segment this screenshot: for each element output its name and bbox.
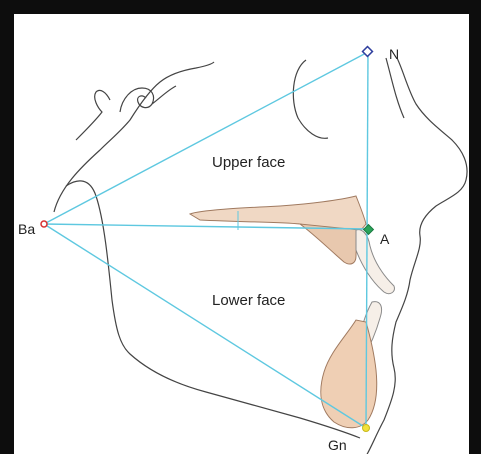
maxilla-bone xyxy=(300,224,360,264)
mandible-symphysis xyxy=(321,320,377,428)
n-point-label: N xyxy=(389,46,399,62)
orbit-outline xyxy=(293,60,328,138)
cephalometric-diagram: Upper face Lower face N A Ba Gn xyxy=(14,14,469,454)
face-profile-outline xyxy=(366,58,467,454)
a-point-label: A xyxy=(380,231,390,247)
diagram-svg: Upper face Lower face N A Ba Gn xyxy=(14,14,469,454)
ba-marker xyxy=(41,221,47,227)
n-marker xyxy=(363,47,373,57)
gn-point-label: Gn xyxy=(328,437,347,453)
lower-face-label: Lower face xyxy=(212,292,285,309)
sella-outline xyxy=(120,86,176,112)
skull-vault-outline xyxy=(54,62,214,212)
gn-marker xyxy=(363,425,370,432)
upper-face-label: Upper face xyxy=(212,154,285,171)
line-ba-gn xyxy=(44,224,366,428)
ba-point-label: Ba xyxy=(18,221,35,237)
cranial-base-outline xyxy=(76,90,110,140)
